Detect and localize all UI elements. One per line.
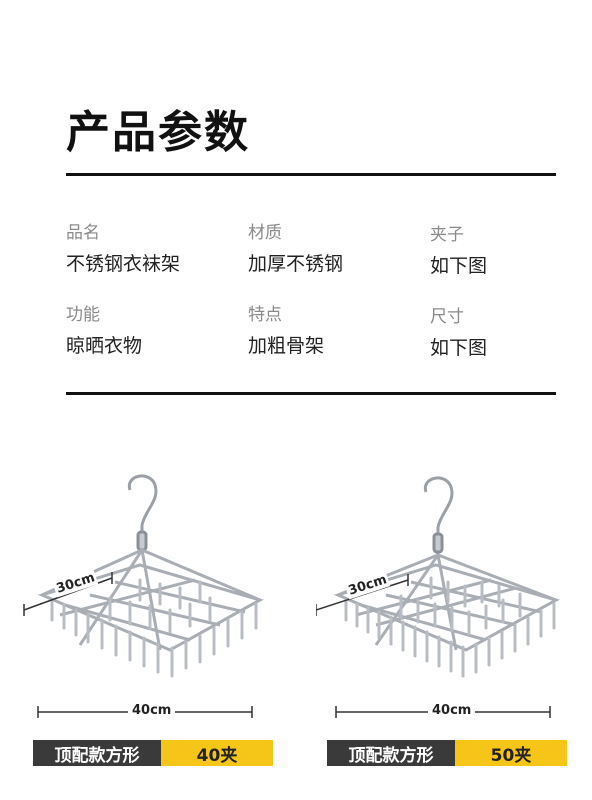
spec-label: 功能 bbox=[66, 305, 100, 325]
top-divider bbox=[66, 173, 556, 176]
spec-value: 加厚不锈钢 bbox=[248, 253, 344, 275]
spec-value: 晾晒衣物 bbox=[66, 335, 143, 357]
width-label: 40cm bbox=[428, 703, 476, 718]
spec-value: 不锈钢衣袜架 bbox=[66, 253, 181, 275]
hook-icon bbox=[423, 476, 454, 555]
tag-count: 40夹 bbox=[161, 740, 273, 766]
spec-name: 品名 不锈钢衣袜架 bbox=[66, 218, 180, 276]
clip-rows bbox=[344, 576, 556, 678]
spec-material: 材质 加厚不锈钢 bbox=[248, 218, 343, 276]
spec-value: 如下图 bbox=[430, 337, 488, 359]
tag-style: 顶配款方形 bbox=[33, 740, 161, 766]
spec-value: 加粗骨架 bbox=[248, 335, 325, 357]
product-tag-50: 顶配款方形 50夹 bbox=[327, 740, 567, 766]
spec-label: 夹子 bbox=[430, 225, 464, 245]
product-image-50-clips: 30cm 40cm bbox=[316, 470, 586, 770]
spec-label: 特点 bbox=[248, 305, 282, 325]
spec-label: 尺寸 bbox=[430, 307, 464, 327]
width-label: 40cm bbox=[128, 703, 176, 718]
spec-size: 尺寸 如下图 bbox=[430, 302, 487, 360]
product-image-40-clips: 30cm 40cm bbox=[20, 470, 290, 770]
page-title: 产品参数 bbox=[66, 107, 250, 158]
spec-label: 品名 bbox=[66, 223, 100, 243]
product-tag-40: 顶配款方形 40夹 bbox=[33, 740, 273, 766]
hanger-illustration bbox=[23, 474, 264, 718]
bottom-divider bbox=[66, 392, 556, 395]
spec-clips: 夹子 如下图 bbox=[430, 220, 487, 278]
tag-style: 顶配款方形 bbox=[327, 740, 455, 766]
tag-count: 50夹 bbox=[455, 740, 567, 766]
clip-rows bbox=[50, 578, 258, 678]
hook-icon bbox=[127, 474, 158, 552]
hanger-illustration bbox=[316, 476, 560, 718]
spec-label: 材质 bbox=[248, 223, 282, 243]
spec-value: 如下图 bbox=[430, 255, 488, 277]
spec-function: 功能 晾晒衣物 bbox=[66, 300, 142, 358]
spec-feature: 特点 加粗骨架 bbox=[248, 300, 324, 358]
